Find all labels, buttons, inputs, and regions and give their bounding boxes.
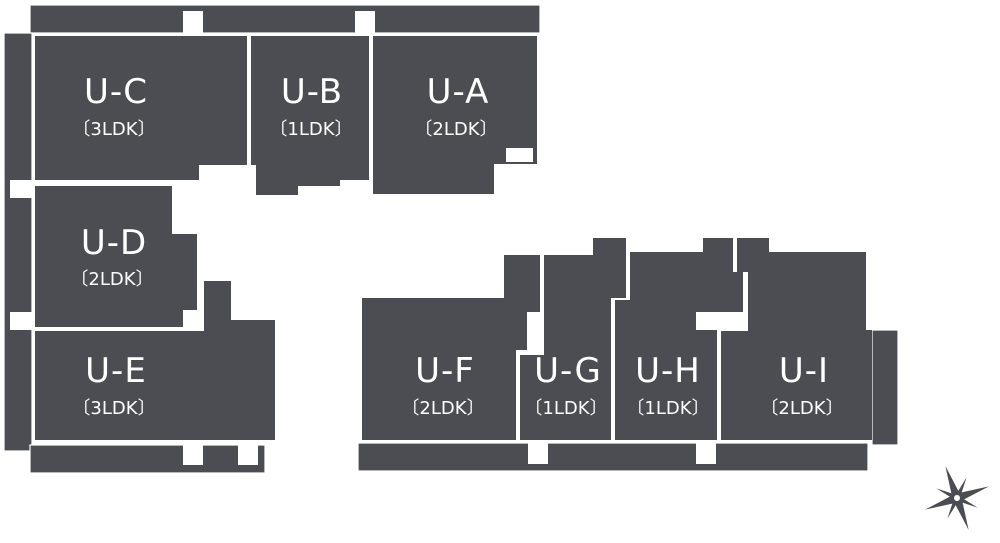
unit-name: U-C bbox=[84, 72, 148, 112]
balcony-south-west bbox=[29, 444, 266, 474]
unit-name: U-G bbox=[534, 351, 602, 391]
compass-rose-icon bbox=[925, 466, 989, 530]
unit-layout: 〔1LDK〕 bbox=[626, 398, 709, 419]
balcony-west bbox=[3, 32, 33, 452]
balcony-south-east bbox=[357, 442, 869, 472]
unit-name: U-D bbox=[81, 223, 147, 263]
unit-labels: U-C 〔3LDK〕 U-B 〔1LDK〕 U-A 〔2LDK〕 U-D 〔2L… bbox=[70, 72, 843, 419]
unit-u-g-shape bbox=[520, 238, 626, 440]
unit-u-e-shape bbox=[35, 281, 275, 440]
unit-u-a-shape bbox=[373, 36, 537, 194]
unit-layout: 〔1LDK〕 bbox=[269, 119, 352, 140]
unit-name: U-E bbox=[85, 351, 147, 391]
unit-name: U-F bbox=[415, 351, 475, 391]
unit-name: U-H bbox=[635, 351, 701, 391]
unit-u-f-shape bbox=[362, 255, 540, 440]
unit-name: U-B bbox=[281, 72, 343, 112]
unit-u-b-shape bbox=[251, 36, 369, 195]
unit-layout: 〔3LDK〕 bbox=[72, 398, 155, 419]
unit-u-c-shape bbox=[35, 36, 247, 180]
building-east bbox=[357, 238, 899, 472]
balcony-north bbox=[29, 4, 541, 34]
unit-layout: 〔2LDK〕 bbox=[760, 398, 843, 419]
unit-layout: 〔2LDK〕 bbox=[401, 398, 484, 419]
unit-layout: 〔3LDK〕 bbox=[72, 119, 155, 140]
unit-layout: 〔1LDK〕 bbox=[524, 398, 607, 419]
unit-layout: 〔2LDK〕 bbox=[70, 269, 153, 290]
balcony-east bbox=[871, 329, 899, 446]
unit-u-h-shape bbox=[615, 238, 743, 440]
unit-u-i-shape bbox=[721, 238, 872, 440]
building-west bbox=[3, 4, 541, 474]
unit-name: U-I bbox=[779, 351, 829, 391]
unit-layout: 〔2LDK〕 bbox=[414, 119, 497, 140]
unit-u-d-shape bbox=[35, 186, 197, 327]
unit-name: U-A bbox=[427, 72, 490, 112]
